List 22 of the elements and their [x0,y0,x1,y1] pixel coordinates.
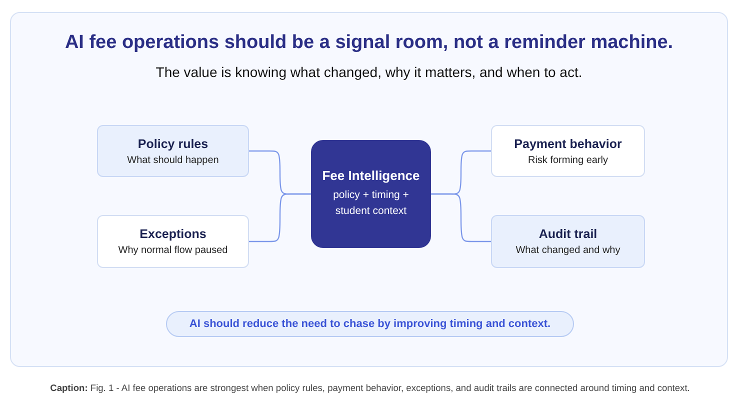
hub-heading: Fee Intelligence [321,168,421,184]
title: AI fee operations should be a signal room, not a reminder machine. [64,32,674,54]
card-subtext: What should happen [127,154,219,166]
connector-line [431,193,491,242]
card-heading: Exceptions [140,227,206,241]
caption: Caption: Fig. 1 - AI fee operations are strongest when policy rules, payment behavior, exceptions, and audit trails are connected around timing and context. [49,383,691,393]
topic-card [491,215,645,268]
card-heading: Policy rules [138,136,208,150]
card-subtext: Why normal flow paused [118,245,228,256]
topic-card [97,125,249,177]
card-subtext: Risk forming early [528,154,608,166]
note-text: AI should reduce the need to chase by improving timing and context. [189,318,551,330]
card-subtext: What changed and why [516,245,620,256]
subtitle: The value is knowing what changed, why it matters, and when to act. [154,64,584,80]
note-pill [166,311,574,337]
topic-card [97,215,249,268]
hub-subtext: policy + timing + student context [332,188,410,219]
topic-card [491,125,645,177]
hub-box [311,140,431,248]
connector-line [249,193,311,242]
card-heading: Payment behavior [514,136,622,150]
card-heading: Audit trail [538,227,598,241]
